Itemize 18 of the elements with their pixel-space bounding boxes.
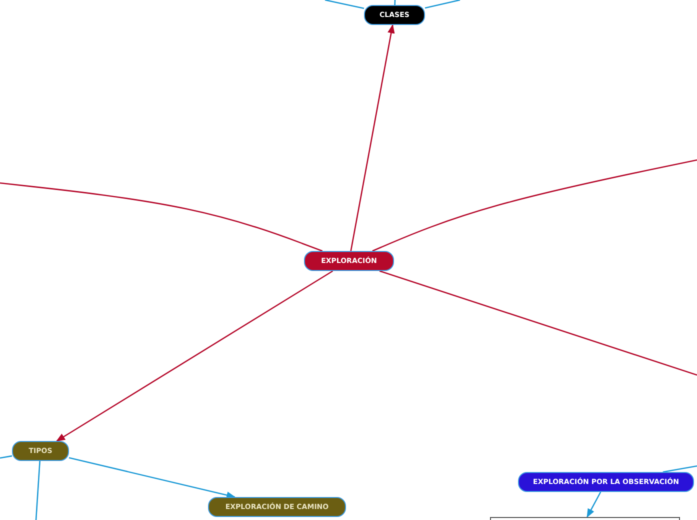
connector-line xyxy=(350,24,395,252)
connector-line xyxy=(324,0,364,10)
connector-line xyxy=(424,0,460,9)
topic-node xyxy=(304,251,394,271)
topic-node xyxy=(208,497,346,517)
connector-line xyxy=(372,159,697,252)
connector-line xyxy=(0,182,323,252)
topic-node xyxy=(12,441,69,461)
connector-line xyxy=(379,270,697,376)
connector-line xyxy=(68,457,236,499)
topic-node xyxy=(518,472,694,492)
connector-line xyxy=(0,455,12,459)
connector-line xyxy=(394,0,396,6)
connector-line xyxy=(586,492,602,518)
connector-line xyxy=(56,270,334,442)
topic-node xyxy=(364,5,425,25)
connector-line xyxy=(35,460,40,520)
connector-line xyxy=(662,465,697,473)
